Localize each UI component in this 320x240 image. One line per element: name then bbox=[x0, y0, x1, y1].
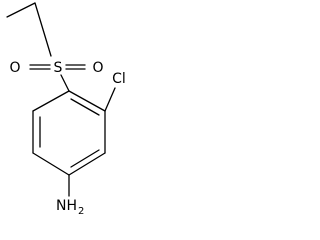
atom-label-sulfur: S bbox=[54, 60, 63, 76]
atom-label-oxygen-left: O bbox=[9, 60, 20, 76]
ring-bond-c4-c5 bbox=[32, 152, 70, 176]
bond-ethyl-ch3-ch2 bbox=[6, 2, 36, 18]
ring-double-c1-c2 bbox=[70, 98, 100, 116]
atom-label-oxygen-right: O bbox=[92, 60, 103, 76]
structure-diagram: O S O Cl NH 2 bbox=[6, 2, 126, 217]
atom-label-amine-subscript: 2 bbox=[78, 206, 84, 217]
bond-ring-cl bbox=[104, 87, 116, 112]
atom-label-chlorine: Cl bbox=[112, 71, 126, 87]
bond-ethyl-ch2-s bbox=[34, 2, 52, 57]
ring-double-c3-c4 bbox=[70, 149, 100, 168]
atom-label-amine: NH bbox=[56, 198, 77, 214]
bond-s-ring bbox=[60, 74, 70, 92]
ring-bond-c3-c4 bbox=[68, 152, 106, 176]
ring-bond-c1-c2 bbox=[68, 90, 106, 112]
ring-bond-c6-c1 bbox=[32, 90, 70, 112]
